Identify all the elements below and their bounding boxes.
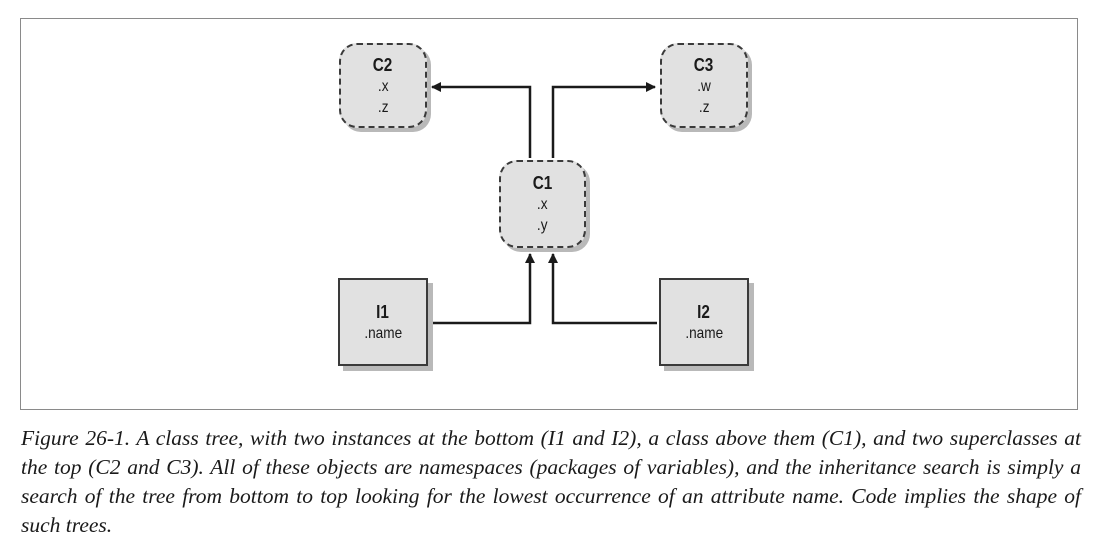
class-attribute: .x — [377, 77, 389, 95]
instance-name: I2 — [697, 301, 711, 322]
class-name: C2 — [373, 54, 393, 75]
class-attribute: .y — [537, 217, 548, 234]
class-name: C3 — [694, 54, 714, 75]
class-attribute: .z — [698, 98, 710, 116]
class-node-c1: C1 .x .y — [499, 160, 586, 248]
instance-attribute: .name — [364, 324, 402, 342]
instance-name: I1 — [376, 301, 390, 322]
class-attribute: .x — [537, 196, 548, 213]
class-attribute: .w — [697, 77, 711, 95]
class-node-c2: C2 .x .z — [339, 43, 427, 128]
figure-caption: Figure 26-1. A class tree, with two inst… — [21, 426, 1081, 537]
class-node-c3: C3 .w .z — [660, 43, 748, 128]
instance-node-i2: I2 .name — [659, 278, 749, 366]
instance-node-i1: I1 .name — [338, 278, 428, 366]
instance-attribute: .name — [685, 324, 723, 342]
class-name: C1 — [532, 173, 553, 193]
class-attribute: .z — [377, 98, 389, 116]
